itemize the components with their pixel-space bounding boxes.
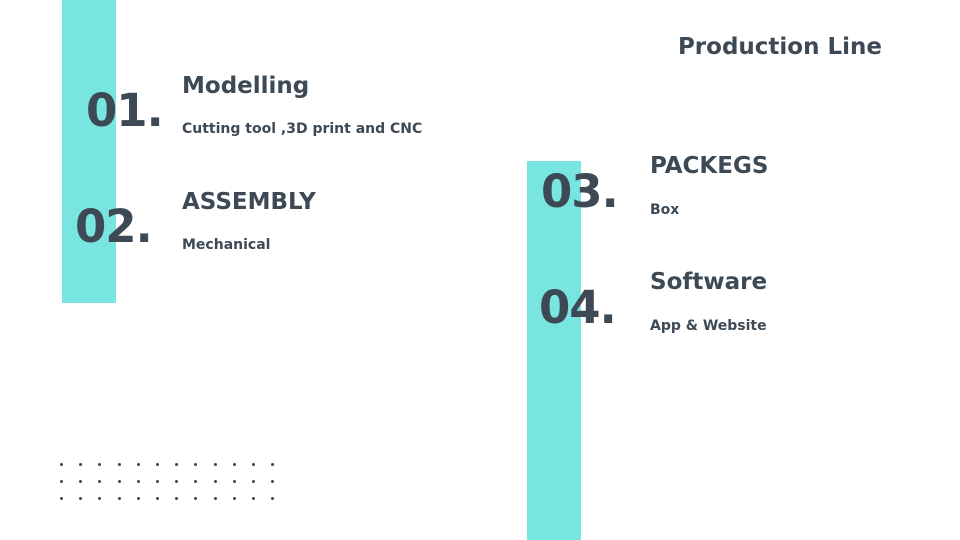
decorative-dot [194, 497, 198, 500]
accent-bar-left [62, 0, 116, 303]
decorative-dot [79, 463, 83, 466]
decorative-dot [213, 480, 217, 483]
decorative-dot [117, 480, 121, 483]
item-heading-02: ASSEMBLY [182, 189, 316, 215]
item-description-03: Box [650, 202, 680, 218]
decorative-dot [156, 463, 159, 466]
decorative-dot [175, 497, 179, 500]
decorative-dot [136, 480, 140, 483]
decorative-dot [175, 480, 179, 483]
item-number-02: 02. [75, 200, 153, 253]
decorative-dot [98, 497, 102, 500]
decorative-dot [117, 463, 121, 466]
decorative-dot [252, 497, 255, 500]
decorative-dot [271, 463, 275, 466]
decorative-dot [79, 480, 83, 483]
item-description-04: App & Website [650, 318, 767, 334]
decorative-dot [98, 480, 102, 483]
decorative-dot [98, 463, 102, 466]
decorative-dot [252, 463, 255, 466]
item-description-01: Cutting tool ,3D print and CNC [182, 121, 423, 137]
item-number-01: 01. [86, 84, 164, 137]
item-description-02: Mechanical [182, 237, 271, 253]
decorative-dot [232, 463, 236, 466]
item-heading-01: Modelling [182, 73, 310, 99]
decorative-dot [175, 463, 179, 466]
decorative-dot [271, 497, 275, 500]
item-number-04: 04. [539, 281, 617, 334]
decorative-dot [194, 480, 198, 483]
decorative-dot [213, 497, 217, 500]
decorative-dot-grid [60, 463, 282, 505]
decorative-dot [136, 497, 140, 500]
decorative-dot [194, 463, 198, 466]
decorative-dot [79, 497, 83, 500]
accent-bar-right [527, 161, 581, 540]
decorative-dot [60, 480, 63, 483]
decorative-dot [156, 480, 159, 483]
item-heading-04: Software [650, 269, 768, 295]
decorative-dot [271, 480, 275, 483]
decorative-dot [136, 463, 140, 466]
item-number-03: 03. [541, 165, 619, 218]
decorative-dot [232, 480, 236, 483]
decorative-dot [213, 463, 217, 466]
decorative-dot [60, 497, 63, 500]
decorative-dot [252, 480, 255, 483]
decorative-dot [156, 497, 159, 500]
decorative-dot [117, 497, 121, 500]
slide-title: Production Line [677, 34, 882, 60]
decorative-dot [60, 463, 63, 466]
item-heading-03: PACKEGS [650, 153, 769, 179]
decorative-dot [232, 497, 236, 500]
